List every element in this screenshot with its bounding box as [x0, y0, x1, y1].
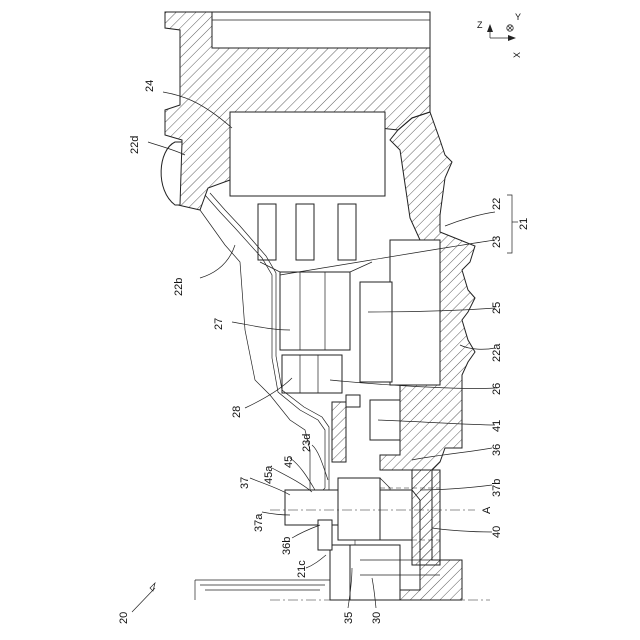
component-25: [390, 240, 440, 385]
label-41: 41: [491, 420, 503, 432]
label-37a: 37a: [253, 513, 265, 532]
component-40: [412, 470, 440, 565]
label-27: 27: [213, 318, 225, 330]
label-25: 25: [491, 302, 503, 314]
axis-label-z: Z: [477, 20, 483, 30]
label-22a: 22a: [491, 343, 503, 362]
label-21c: 21c: [296, 560, 308, 578]
label-36: 36: [491, 444, 503, 456]
component-24: [230, 112, 385, 196]
component-28: [282, 355, 342, 393]
housing-top-slot: [212, 12, 430, 48]
label-35: 35: [343, 612, 355, 624]
component-35: [330, 545, 350, 600]
label-37b: 37b: [491, 479, 503, 497]
axis-indicator: [487, 24, 516, 41]
component-30: [350, 545, 400, 600]
label-a: A: [481, 506, 493, 514]
label-36b: 36b: [281, 537, 293, 555]
axis-label-y: Y: [515, 12, 521, 22]
label-45: 45: [283, 456, 295, 468]
label-23: 23: [491, 236, 503, 248]
axis-label-x: X: [512, 52, 522, 58]
component-36b: [318, 520, 332, 550]
label-28: 28: [231, 406, 243, 418]
label-37: 37: [239, 477, 251, 489]
end-cap: [161, 142, 182, 205]
label-20: 20: [118, 612, 130, 624]
label-22d: 22d: [129, 136, 141, 154]
label-22: 22: [491, 198, 503, 210]
label-40: 40: [491, 526, 503, 538]
label-30: 30: [371, 612, 383, 624]
label-24: 24: [144, 80, 156, 92]
label-21: 21: [518, 218, 530, 230]
label-23d: 23d: [301, 434, 313, 452]
label-26: 26: [491, 383, 503, 395]
component-37: [285, 490, 345, 525]
casing-22b: [200, 210, 310, 498]
label-45a: 45a: [263, 465, 275, 484]
label-22b: 22b: [173, 278, 185, 296]
component-27: [280, 272, 350, 350]
